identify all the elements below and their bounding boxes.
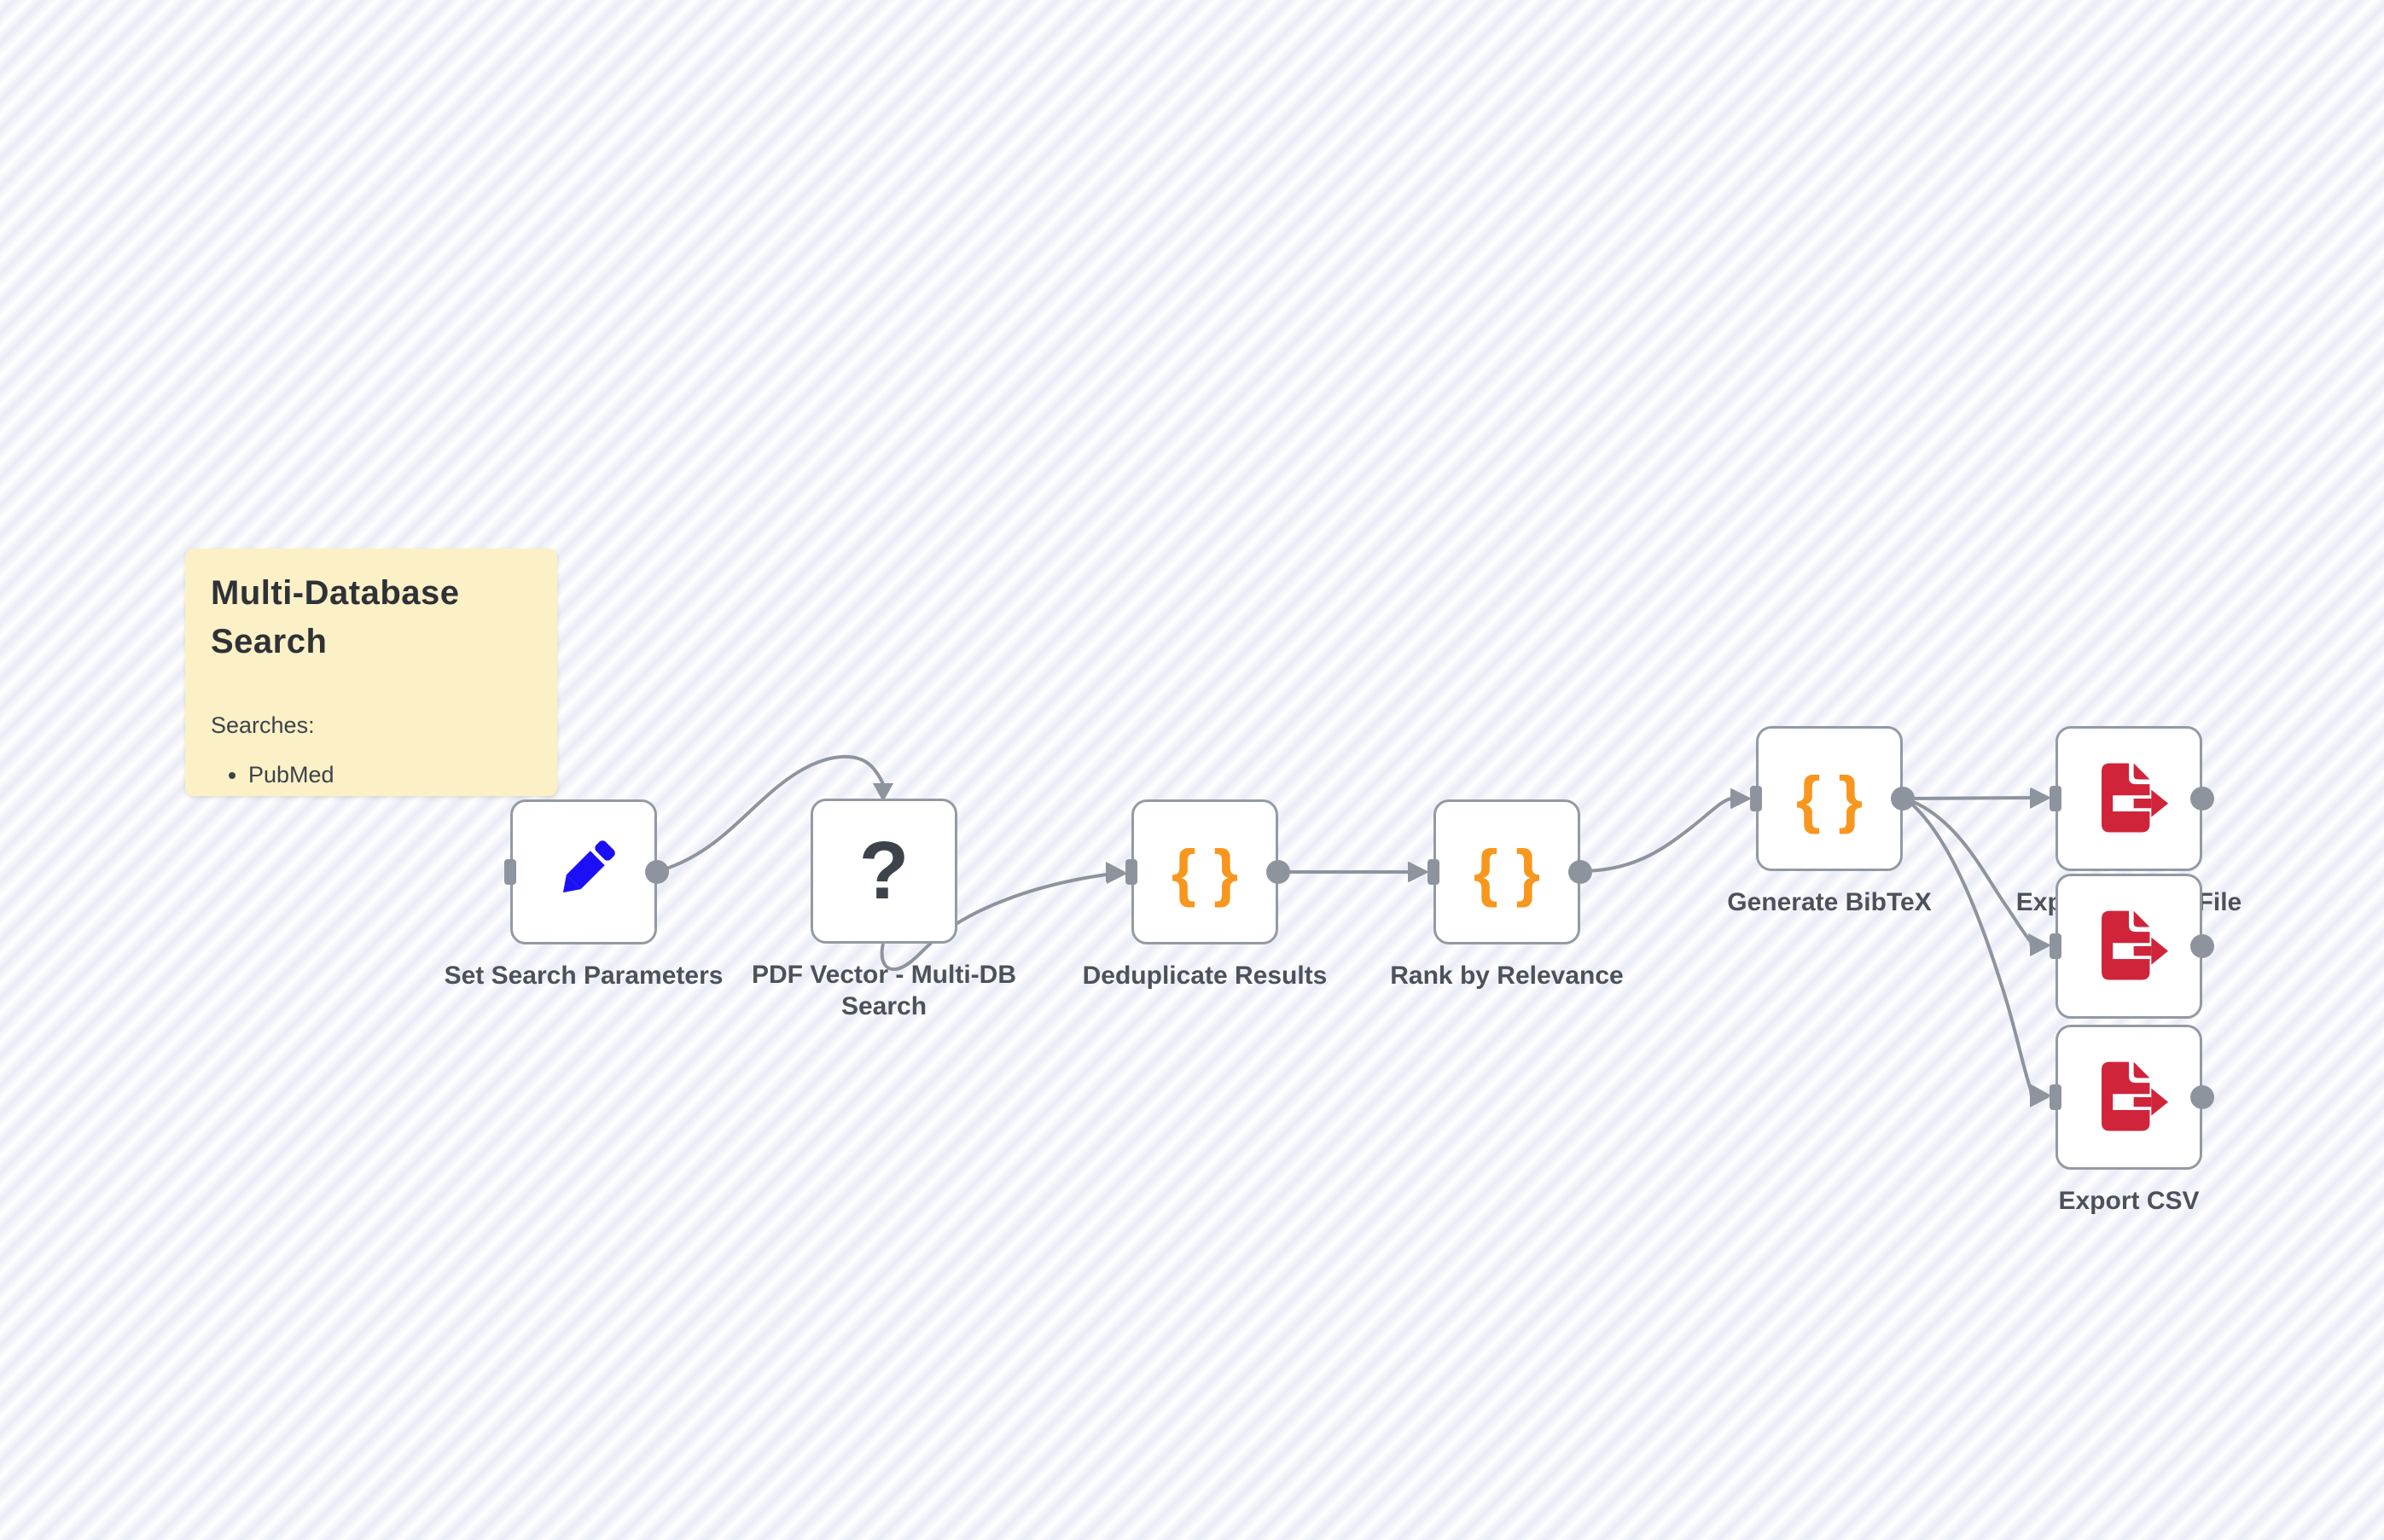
node-label: PDF Vector - Multi-DB Search [751, 961, 1016, 1020]
node-box[interactable] [2055, 1025, 2202, 1170]
node-label: Deduplicate Results [1082, 962, 1328, 990]
file-export-icon [2102, 1061, 2169, 1131]
output-port[interactable] [1266, 860, 1290, 884]
list-item: ArXiv [248, 792, 532, 796]
input-port[interactable] [2050, 1084, 2061, 1110]
input-port[interactable] [2050, 786, 2061, 811]
node-box[interactable]: { } [1433, 799, 1580, 944]
output-port[interactable] [2190, 1085, 2214, 1109]
file-export-icon [2102, 910, 2169, 980]
question-mark-icon: ? [858, 825, 910, 916]
braces-icon: { } [1795, 763, 1864, 834]
node-box[interactable]: { } [1756, 726, 1903, 871]
input-port[interactable] [1125, 859, 1137, 885]
sticky-note[interactable]: Multi-Database Search Searches: PubMed A… [185, 549, 557, 796]
input-port[interactable] [1427, 859, 1439, 885]
input-port[interactable] [1750, 786, 1762, 811]
pencil-icon [562, 840, 615, 893]
input-port[interactable] [504, 859, 516, 885]
input-arrow [2030, 936, 2050, 956]
node-label: Set Search Parameters [444, 962, 724, 990]
braces-icon: { } [1473, 836, 1541, 908]
node-export-csv[interactable]: Export CSV [2030, 1025, 2214, 1215]
file-export-icon [2102, 763, 2169, 833]
wire [1904, 796, 2032, 800]
node-box[interactable] [510, 799, 657, 944]
output-port[interactable] [1568, 860, 1592, 884]
output-port[interactable] [1891, 787, 1915, 811]
sticky-note-list: PubMed ArXiv [211, 758, 532, 796]
input-arrow [2030, 788, 2050, 809]
node-label: Rank by Relevance [1390, 962, 1624, 990]
node-export-file-top[interactable]: Export BibTeX File [2016, 726, 2242, 916]
node-generate-bibtex[interactable]: { } Generate BibTeX [1727, 726, 1932, 916]
node-label: Generate BibTeX [1727, 888, 1932, 916]
sticky-note-subtitle: Searches: [211, 712, 315, 738]
node-label: Export CSV [2058, 1187, 2200, 1215]
sticky-note-title: Multi-Database Search [211, 574, 460, 660]
node-pdf-vector-multi-db-search[interactable]: ? PDF Vector - Multi-DB Search [752, 799, 1016, 1020]
input-arrow [1730, 788, 1750, 809]
wire [1904, 797, 2033, 944]
braces-icon: { } [1171, 836, 1239, 908]
input-arrow [1106, 862, 1125, 882]
node-export-file-middle[interactable] [2030, 874, 2214, 1019]
list-item: PubMed [248, 758, 532, 792]
node-box[interactable]: { } [1131, 799, 1278, 944]
input-port[interactable] [2050, 933, 2061, 959]
node-box[interactable] [2055, 726, 2202, 871]
output-port[interactable] [2190, 934, 2214, 958]
node-deduplicate-results[interactable]: { } Deduplicate Results [1083, 799, 1327, 990]
node-box[interactable]: ? [811, 799, 957, 944]
output-port[interactable] [645, 860, 669, 884]
input-arrow [1408, 862, 1427, 882]
node-set-search-parameters[interactable]: Set Search Parameters [445, 799, 723, 990]
wire [1904, 797, 2033, 1093]
wire [1579, 797, 1732, 873]
input-arrow [2030, 1087, 2050, 1107]
output-port[interactable] [2190, 787, 2214, 811]
node-box[interactable] [2055, 874, 2202, 1019]
node-rank-by-relevance[interactable]: { } Rank by Relevance [1390, 799, 1624, 990]
